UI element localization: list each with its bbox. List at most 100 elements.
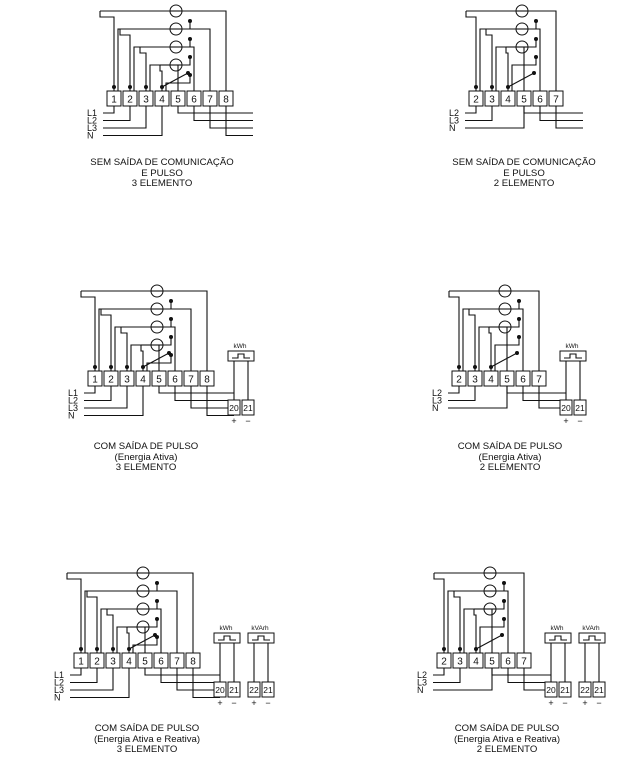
caption-line: 3 ELEMENTO bbox=[131, 178, 193, 189]
terminal-number: 4 bbox=[488, 375, 494, 386]
polarity-sign: − bbox=[577, 416, 582, 426]
junction-dot bbox=[169, 299, 173, 303]
feeder-line bbox=[433, 668, 493, 691]
line-label: L2 bbox=[87, 116, 97, 126]
wire bbox=[473, 609, 477, 653]
line-label: N bbox=[54, 693, 61, 703]
terminal-number: 4 bbox=[473, 657, 479, 668]
terminal-number: 1 bbox=[111, 95, 117, 106]
line-label: L3 bbox=[54, 685, 64, 695]
wire bbox=[177, 64, 182, 91]
line-label: L2 bbox=[449, 108, 459, 118]
caption-line: E PULSO bbox=[141, 167, 183, 179]
output-terminal-number: 21 bbox=[575, 403, 585, 413]
load-line bbox=[144, 668, 220, 676]
load-line bbox=[176, 668, 220, 691]
pulse-symbol bbox=[232, 353, 250, 359]
junction-dot bbox=[128, 85, 132, 89]
junction-dot bbox=[169, 317, 173, 321]
junction-dot bbox=[458, 647, 462, 651]
pulse-output-label: kWh bbox=[566, 343, 579, 350]
load-line bbox=[193, 106, 253, 122]
caption-line: COM SAÍDA DE PULSO bbox=[457, 441, 563, 452]
caption-line: (Energia Ativa e Reativa) bbox=[453, 733, 561, 745]
junction-dot bbox=[490, 85, 494, 89]
terminal-number: 3 bbox=[124, 375, 130, 386]
caption-line: (Energia Ativa) bbox=[478, 451, 542, 463]
diagram-caption: COM SAÍDA DE PULSO(Energia Ativa)2 ELEME… bbox=[420, 441, 600, 474]
terminal-number: 5 bbox=[489, 657, 495, 668]
line-label: N bbox=[449, 123, 456, 133]
caption-line: 3 ELEMENTO bbox=[115, 462, 177, 473]
feeder-line bbox=[465, 106, 493, 122]
feeder-line bbox=[433, 668, 445, 676]
feeder-line bbox=[448, 386, 476, 402]
junction-dot bbox=[79, 647, 83, 651]
junction-dot bbox=[517, 299, 521, 303]
feeder-line bbox=[84, 386, 112, 402]
wire bbox=[528, 10, 557, 91]
junction-dot bbox=[155, 581, 159, 585]
terminal-number: 1 bbox=[92, 375, 98, 386]
line-label: N bbox=[432, 403, 439, 413]
wire bbox=[163, 308, 192, 371]
line-label: N bbox=[417, 685, 424, 695]
terminal-number: 2 bbox=[127, 95, 133, 106]
pulse-output-module bbox=[578, 632, 606, 644]
terminal-number: 8 bbox=[190, 657, 196, 668]
wire bbox=[132, 637, 158, 653]
terminal-number: 2 bbox=[441, 657, 447, 668]
switch-stroke bbox=[475, 634, 503, 650]
output-terminal-box bbox=[247, 681, 261, 698]
wire bbox=[144, 626, 149, 653]
terminal-number: 8 bbox=[204, 375, 210, 386]
load-line bbox=[206, 386, 234, 417]
pulse-symbol bbox=[218, 635, 236, 641]
pulse-symbol bbox=[583, 635, 601, 641]
wire bbox=[448, 291, 460, 371]
wire bbox=[488, 327, 492, 371]
junction-dot bbox=[112, 85, 116, 89]
diagram-caption: COM SAÍDA DE PULSO(Energia Ativa)3 ELEME… bbox=[56, 441, 236, 474]
polarity-sign: + bbox=[231, 416, 236, 426]
output-terminal-number: 21 bbox=[229, 685, 239, 695]
line-label: L1 bbox=[68, 388, 78, 398]
junction-dot bbox=[153, 633, 157, 637]
caption-line: SEM SAÍDA DE COMUNICAÇÃO bbox=[452, 157, 596, 168]
load-line bbox=[158, 386, 234, 394]
pulse-output-label: kWh bbox=[220, 625, 233, 632]
output-terminal-box bbox=[592, 681, 606, 698]
load-line bbox=[192, 668, 220, 699]
output-terminal-box bbox=[578, 681, 592, 698]
wire bbox=[182, 28, 211, 91]
terminal-number: 6 bbox=[505, 657, 511, 668]
junction-dot bbox=[517, 335, 521, 339]
output-terminal-box bbox=[261, 681, 275, 698]
terminal-number: 6 bbox=[191, 95, 197, 106]
output-terminal-number: 21 bbox=[263, 685, 273, 695]
caption-line: 2 ELEMENTO bbox=[493, 178, 555, 189]
wire bbox=[433, 573, 445, 653]
junction-dot bbox=[125, 365, 129, 369]
load-line bbox=[190, 386, 234, 409]
terminal-number: 6 bbox=[158, 657, 164, 668]
pulse-symbol bbox=[564, 353, 582, 359]
load-line bbox=[539, 106, 583, 122]
terminal-number: 3 bbox=[110, 657, 116, 668]
wire bbox=[468, 309, 476, 371]
feeder-line bbox=[70, 668, 130, 699]
junction-dot bbox=[169, 335, 173, 339]
feeder-line bbox=[465, 106, 477, 114]
polarity-sign: + bbox=[251, 698, 256, 708]
pulse-output-module bbox=[213, 632, 241, 644]
junction-dot bbox=[532, 71, 536, 75]
junction-dot bbox=[109, 365, 113, 369]
junction-dot bbox=[500, 633, 504, 637]
output-terminal-box bbox=[241, 399, 255, 416]
terminal-number: 8 bbox=[223, 95, 229, 106]
wire bbox=[506, 326, 511, 371]
